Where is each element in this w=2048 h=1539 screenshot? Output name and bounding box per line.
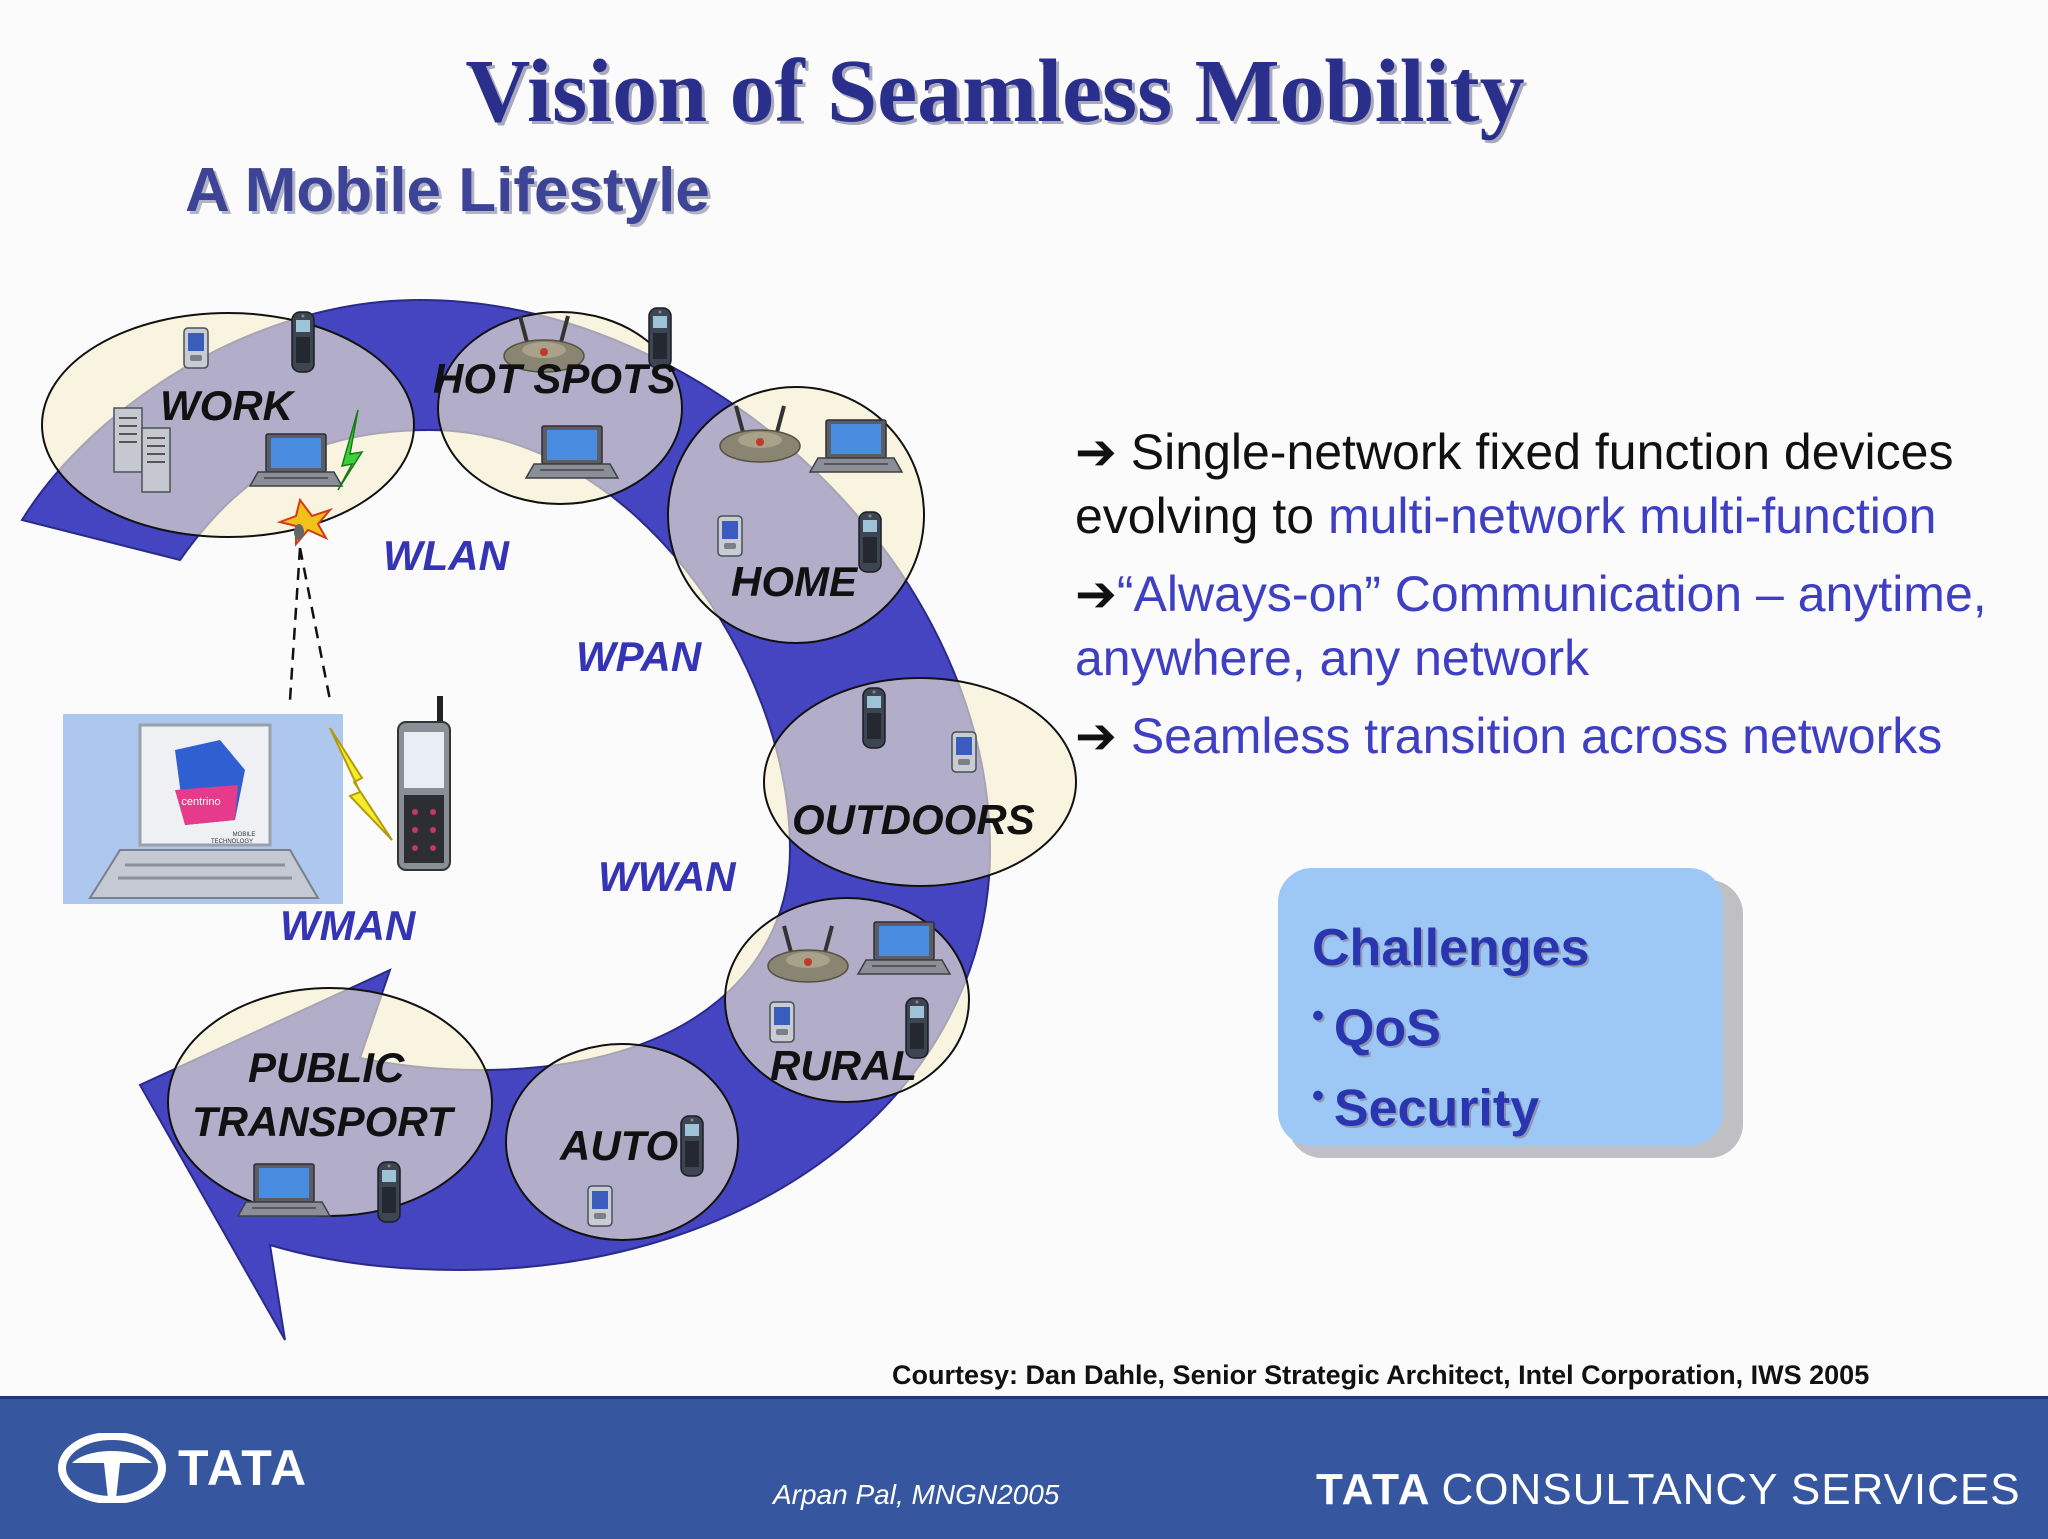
hot-spots-zone — [437, 311, 683, 505]
spark-icon — [276, 497, 334, 547]
challenge-item: •QoS — [1312, 982, 1689, 1062]
footer-author: Arpan Pal, MNGN2005 — [773, 1479, 1060, 1510]
location-label-work: WORK — [160, 382, 296, 429]
centrino-laptop-icon: centrino MOBILE TECHNOLOGY — [63, 714, 343, 904]
network-label-wwan: WWAN — [598, 853, 737, 900]
pda-icon — [183, 327, 209, 369]
cell-phone-icon — [377, 1161, 401, 1223]
slide-title: Vision of Seamless Mobility — [465, 42, 1525, 141]
network-label-wlan: WLAN — [383, 532, 511, 579]
antenna-icon — [294, 524, 304, 540]
mobile-handset-icon — [397, 696, 451, 871]
network-label-wman: WMAN — [280, 902, 417, 949]
pda-icon — [769, 1001, 795, 1043]
bullet-dot-icon: • — [1312, 997, 1324, 1035]
location-label-rural: RURAL — [770, 1042, 917, 1089]
challenge-item-label: QoS — [1333, 999, 1441, 1058]
badge-line2: MOBILE — [233, 832, 256, 838]
centrino-badge-text: centrino — [181, 796, 220, 808]
wireless-signal-icon — [337, 409, 364, 491]
dashed-beam — [298, 547, 332, 701]
bullet-text — [1117, 708, 1131, 764]
bullet-text: Single-network fixed function devices ev… — [1075, 424, 1954, 544]
location-label-auto: AUTO — [559, 1122, 678, 1169]
location-label-hot-spots: HOT SPOTS — [433, 355, 676, 402]
challenge-item-label: Security — [1333, 1079, 1540, 1138]
outdoors-zone — [763, 677, 1077, 887]
location-label-transport: TRANSPORT — [192, 1098, 456, 1145]
cell-phone-icon — [680, 1115, 704, 1177]
bullet-item: ➔“Always-on” Communication – anytime, an… — [1075, 562, 2035, 690]
challenges-title: Challenges — [1312, 919, 1590, 977]
server-icon — [113, 407, 143, 473]
tata-logo-icon — [58, 1433, 166, 1503]
tata-brand: TATA — [178, 1440, 309, 1496]
server-icon — [141, 427, 171, 493]
bullet-item: ➔ Single-network fixed function devices … — [1075, 420, 2035, 548]
bullet-highlight: Seamless transition across networks — [1130, 708, 1943, 764]
bullet-dot-icon: • — [1312, 1077, 1324, 1116]
bullet-list: ➔ Single-network fixed function devices … — [1075, 420, 2035, 782]
cell-phone-icon — [858, 511, 882, 573]
tcs-brand-rest: CONSULTANCY SERVICES — [1441, 1465, 2021, 1514]
cell-phone-icon — [291, 311, 315, 373]
bullet-item: ➔ Seamless transition across networks — [1075, 704, 2035, 768]
tcs-brand-bold: TATA — [1316, 1465, 1432, 1514]
bullet-highlight: multi-network multi-function — [1327, 488, 1937, 544]
arrow-icon: ➔ — [1075, 707, 1117, 765]
cell-phone-icon — [862, 687, 886, 749]
network-label-wpan: WPAN — [576, 633, 703, 680]
bullet-highlight: “Always-on” Communication – anytime, any… — [1075, 566, 1987, 686]
courtesy-note: Courtesy: Dan Dahle, Senior Strategic Ar… — [892, 1360, 1870, 1390]
mobility-ring-diagram: centrino MOBILE TECHNOLOGY WORK HOT SPOT… — [20, 298, 1077, 1341]
slide-subtitle: A Mobile Lifestyle — [185, 156, 710, 225]
challenge-item: •Security — [1312, 1062, 1689, 1142]
arrow-icon: ➔ — [1075, 565, 1117, 623]
location-label-public: PUBLIC — [248, 1044, 405, 1091]
badge-line3: TECHNOLOGY — [211, 839, 253, 845]
location-label-outdoors: OUTDOORS — [792, 796, 1035, 843]
auto-zone — [505, 1043, 739, 1241]
pda-icon — [951, 731, 977, 773]
arrow-icon: ➔ — [1075, 423, 1117, 481]
pda-icon — [717, 515, 743, 557]
pda-icon — [587, 1185, 613, 1227]
dashed-beam — [288, 547, 302, 701]
location-label-home: HOME — [731, 558, 859, 605]
challenges-box: Challenges •QoS •Security — [1278, 868, 1723, 1146]
lightning-bolt-icon — [329, 727, 393, 841]
